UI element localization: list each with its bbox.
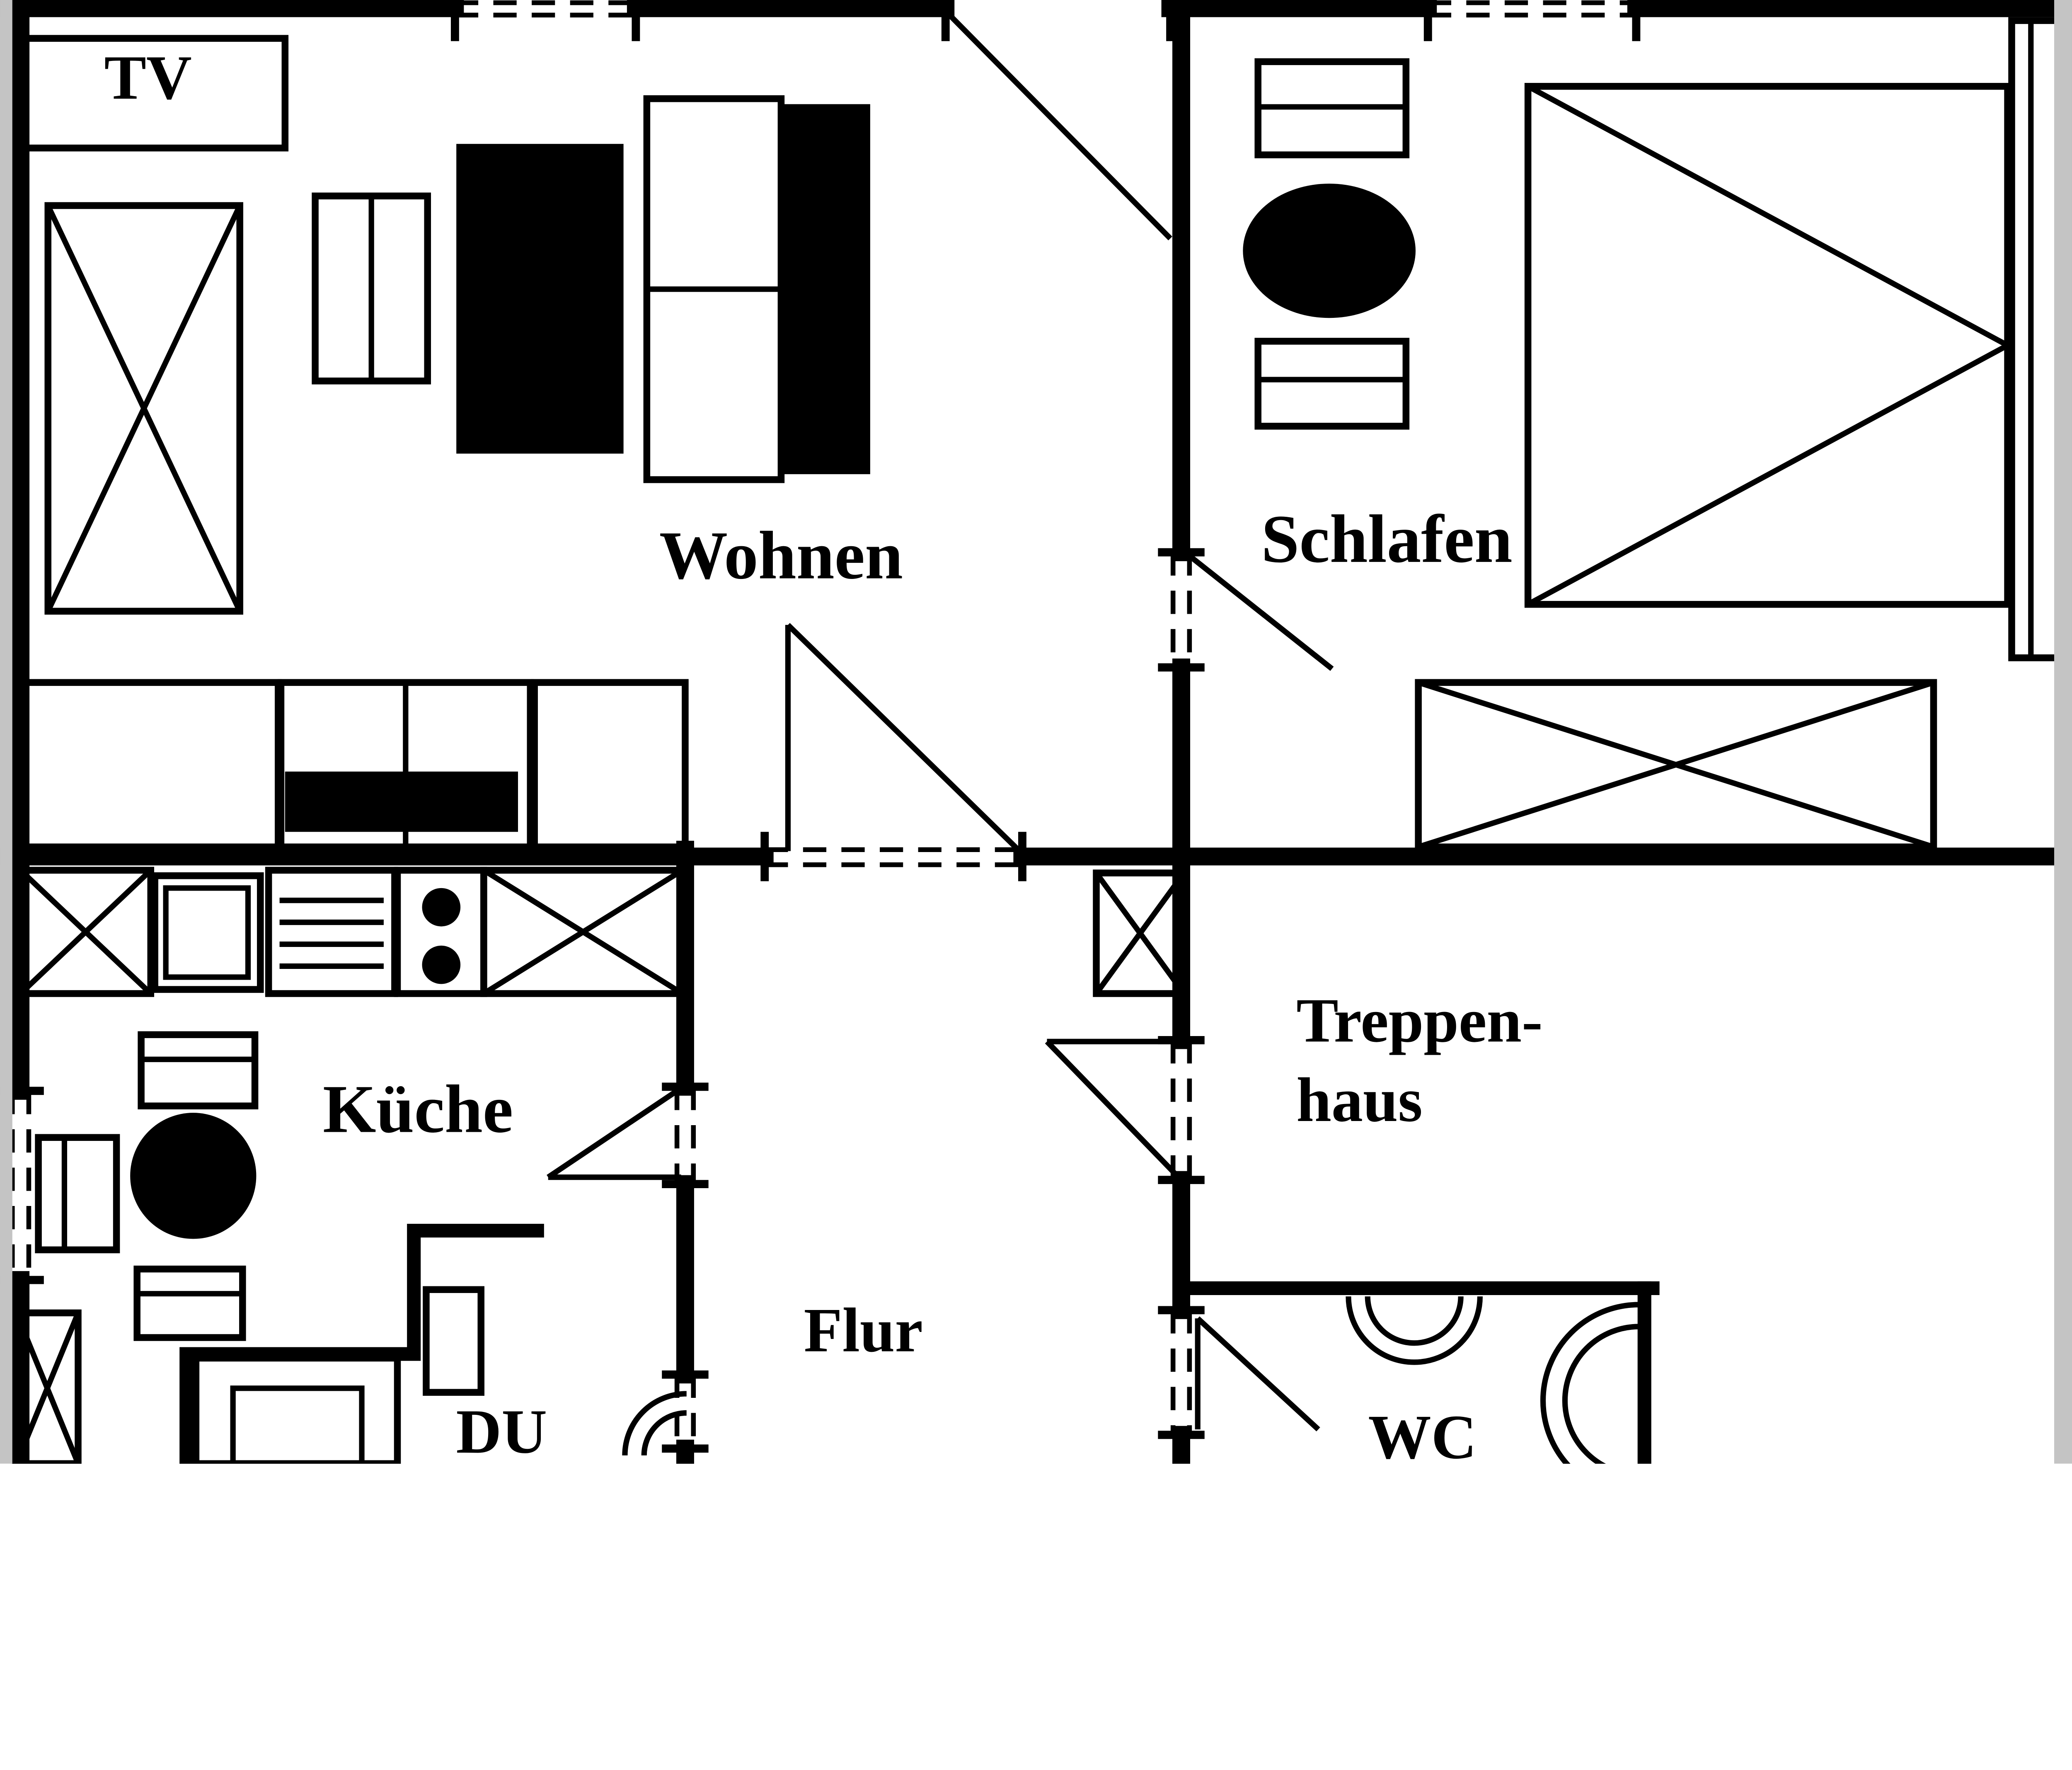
bed — [1524, 83, 2011, 608]
room-label-treppenhaus-line1: Treppen- — [1296, 985, 1542, 1055]
sofa-black — [456, 144, 624, 454]
door-schlafen — [1185, 551, 1334, 671]
burner-icon — [422, 888, 461, 927]
tv-cabinet — [21, 35, 289, 152]
scan-edge-left — [0, 0, 12, 1464]
dresser-schlafen — [1415, 679, 1937, 850]
coffee-table — [643, 95, 785, 483]
floor-plan: TV Wohnen Schlafen Küche Flur DU WC Trep… — [0, 0, 2072, 1464]
kitchen-sink — [151, 872, 264, 993]
door-kueche-chord — [547, 1086, 683, 1180]
chair-kueche-left — [35, 1134, 120, 1254]
cabinet-corner — [13, 1309, 82, 1464]
stove — [394, 867, 487, 997]
burner-icon — [422, 945, 461, 984]
room-label-flur: Flur — [804, 1295, 923, 1365]
scan-edge-right — [2054, 0, 2072, 1464]
chair-kueche-top — [138, 1031, 259, 1109]
openings-dashed — [10, 0, 1636, 1449]
kitchen-cabinet-right — [480, 867, 686, 997]
room-label-schlafen: Schlafen — [1261, 501, 1512, 577]
kitchen-cabinet-left — [17, 867, 155, 997]
du-shelf — [423, 1286, 484, 1396]
round-table-schlafen — [1243, 184, 1416, 318]
chair-schlafen-bottom — [1254, 338, 1410, 430]
shower-tray — [192, 1354, 401, 1464]
counter-passthrough — [17, 679, 689, 850]
room-label-du: DU — [456, 1396, 547, 1463]
sideboard-wohnen — [312, 192, 431, 385]
sofa-side-black — [784, 104, 870, 475]
door-du-arc-inner — [641, 1410, 687, 1455]
shaft-box — [1093, 869, 1188, 997]
chair-schlafen-top — [1254, 58, 1410, 158]
door-wc-chord — [1196, 1316, 1320, 1431]
room-label-wc: WC — [1368, 1402, 1477, 1464]
wc-toilet — [1540, 1302, 1639, 1464]
room-label-kueche: Küche — [323, 1071, 513, 1147]
door-top-entrance — [944, 9, 1172, 241]
wardrobe-wohnen — [44, 202, 243, 615]
door-wohnen-chord — [786, 623, 1021, 853]
door-du-arc-outer — [622, 1391, 687, 1455]
room-label-tv: TV — [104, 42, 191, 112]
chair-kueche-bottom — [133, 1265, 246, 1341]
kitchen-drainer — [265, 867, 398, 997]
wc-sink — [1346, 1296, 1483, 1365]
round-table-kueche — [130, 1113, 257, 1239]
door-treppenhaus-chord — [1045, 1039, 1181, 1179]
door-swings — [547, 9, 1334, 1455]
room-label-wohnen: Wohnen — [659, 517, 903, 593]
walls — [0, 0, 2072, 1464]
room-label-treppenhaus-line2: haus — [1296, 1065, 1422, 1135]
